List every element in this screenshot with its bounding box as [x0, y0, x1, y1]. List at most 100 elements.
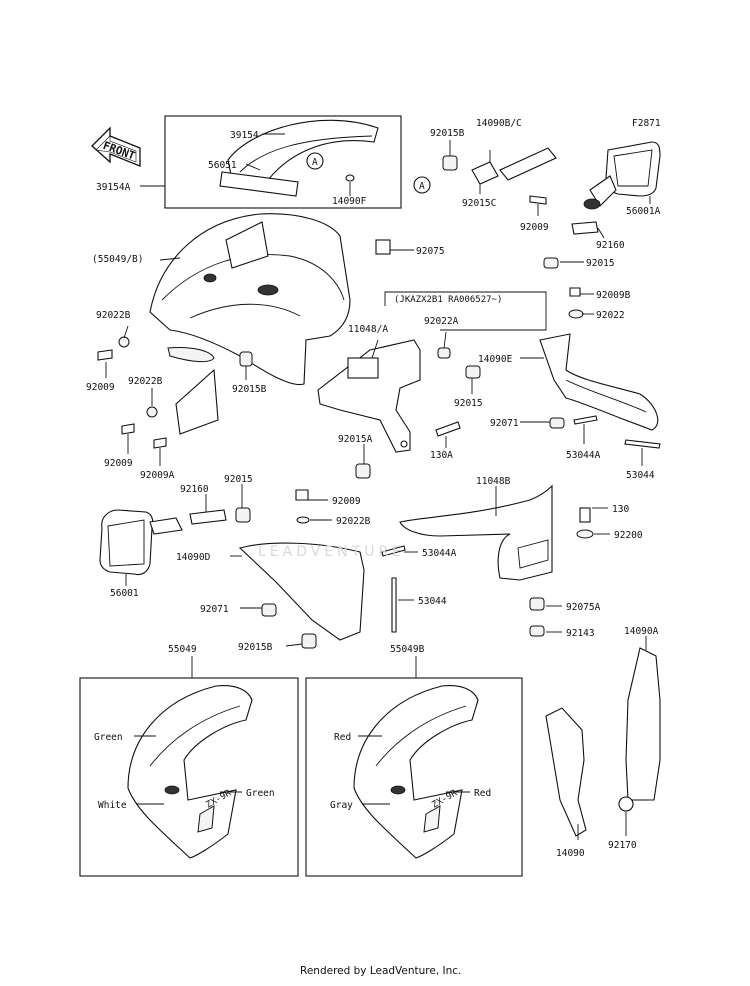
bracket-14090bc-part [499, 147, 557, 181]
rod-53044a-mid-part [381, 545, 406, 557]
part-label-92009-l2: 92009 [104, 458, 133, 469]
nut-92015b-bot-part [301, 633, 317, 649]
part-label-56001: 56001 [110, 588, 139, 599]
bolt-92009a-part [153, 437, 167, 449]
color-callouts: Green Green White Red Red Gray [94, 732, 491, 811]
part-label-92022b-l1: 92022B [96, 310, 131, 321]
nut-92015b-mid-part [239, 351, 253, 367]
part-label-92015c: 92015C [462, 198, 496, 209]
part-label-92009-mid: 92009 [332, 496, 361, 507]
reference-marker-a-2-label: A [419, 181, 425, 192]
bolt-92009-mid-part [295, 489, 309, 501]
inner-panel-14090e-part [539, 333, 659, 431]
part-label-92143: 92143 [566, 628, 595, 639]
rod-53044-r-part [624, 439, 661, 449]
part-label-92009b: 92009B [596, 290, 631, 301]
windshield-box [164, 115, 402, 209]
mirror-56001a-part [583, 141, 661, 210]
part-label-92015b-mid: 92015B [232, 384, 267, 395]
part-label-55049: 55049 [168, 644, 197, 655]
cowl-55049b-part: ZX-9R [353, 685, 479, 859]
part-label-92160-mid: 92160 [180, 484, 209, 495]
washer-92160-mid-part [189, 509, 227, 525]
part-label-92015b-top: 92015B [430, 128, 465, 139]
color-callout-green-side: Green [246, 788, 275, 799]
washer-92022b-mid-part [296, 516, 310, 524]
part-label-92015-mid2: 92015 [224, 474, 253, 485]
reference-marker-a-2 [413, 176, 431, 194]
panel-14090a-part [625, 647, 661, 801]
part-label-53044-r: 53044 [626, 470, 655, 481]
upper-cowl-part [149, 213, 351, 386]
part-label-92015b-bot: 92015B [238, 642, 273, 653]
washer-92022b-l2-part [146, 406, 158, 418]
part-label-14090f: 14090F [332, 196, 367, 207]
inner-panel-14090d-part [238, 542, 365, 641]
footer-credit: Rendered by LeadVenture, Inc. [300, 965, 461, 977]
part-label-92022a: 92022A [424, 316, 459, 327]
inner-panel-left-part [175, 368, 219, 435]
leader-lines [105, 133, 651, 840]
cowl-55049-box [79, 677, 299, 877]
windshield-trim-part [219, 171, 299, 197]
part-label-92170: 92170 [608, 840, 637, 851]
part-label-14090d: 14090D [176, 552, 211, 563]
diagram-code-label: F2871 [632, 118, 661, 129]
part-label-11048a: 11048/A [348, 324, 388, 335]
part-label-14090a: 14090A [624, 626, 659, 637]
stay-11048a-part [317, 339, 421, 453]
washer-92160-part [571, 221, 599, 235]
part-label-92160-top: 92160 [596, 240, 625, 251]
cowl-55049-part: ZX-9R [127, 685, 253, 859]
watermark-text: LEADVENTURE [258, 544, 405, 560]
washer-92200-part [576, 529, 594, 539]
part-label-53044a-r: 53044A [566, 450, 601, 461]
part-label-56001a: 56001A [626, 206, 661, 217]
part-label-14090e: 14090E [478, 354, 513, 365]
part-label-92015-top: 92015 [586, 258, 615, 269]
serial-note: (JKAZX2B1 RA006527~) [394, 295, 502, 305]
part-label-92015-mid: 92015 [454, 398, 483, 409]
bolt-130-part [579, 507, 591, 523]
rod-53044-mid-part [391, 577, 397, 633]
washer-92022a-part [437, 347, 451, 359]
nut-92015-top-part [543, 257, 559, 269]
panel-14090-part [545, 707, 587, 837]
part-label-56051: 56051 [208, 160, 237, 171]
part-label-39154: 39154 [230, 130, 259, 141]
grommet-part [345, 174, 355, 182]
part-label-11048b: 11048B [476, 476, 511, 487]
part-labels: 39154 39154A 56051 14090F 92015B 14090B/… [86, 118, 661, 859]
stay-11048b-part [399, 484, 553, 581]
grommet-92170-part [618, 796, 634, 812]
collar-92143-part [529, 625, 545, 637]
part-label-14090: 14090 [556, 848, 585, 859]
color-callout-green-top: Green [94, 732, 123, 743]
clip-92075-part [375, 239, 391, 255]
washer-92022-r-part [568, 309, 584, 319]
bolt-92009b-part [569, 287, 581, 297]
part-label-92009a: 92009A [140, 470, 175, 481]
part-label-14090bc: 14090B/C [476, 118, 522, 129]
clip-92015c-part [471, 161, 499, 185]
part-label-92009-top: 92009 [520, 222, 549, 233]
bolt-92009-l1-part [97, 349, 113, 361]
color-callout-gray: Gray [330, 800, 353, 811]
windshield-group: A [164, 115, 402, 209]
screw-92009-part [529, 195, 547, 205]
reference-marker-a [306, 152, 324, 170]
part-label-92009-l1: 92009 [86, 382, 115, 393]
bolt-92009-l2-part [121, 423, 135, 435]
part-label-92075: 92075 [416, 246, 445, 257]
washer-92022b-l1-part [118, 336, 130, 348]
part-label-92022b-l2: 92022B [128, 376, 163, 387]
part-label-39154a: 39154A [96, 182, 131, 193]
color-callout-red-side: Red [474, 788, 491, 799]
part-label-92200: 92200 [614, 530, 643, 541]
part-label-92071-l: 92071 [200, 604, 229, 615]
part-label-92022b-mid: 92022B [336, 516, 371, 527]
part-label-92071-r: 92071 [490, 418, 519, 429]
part-label-92022-r: 92022 [596, 310, 625, 321]
